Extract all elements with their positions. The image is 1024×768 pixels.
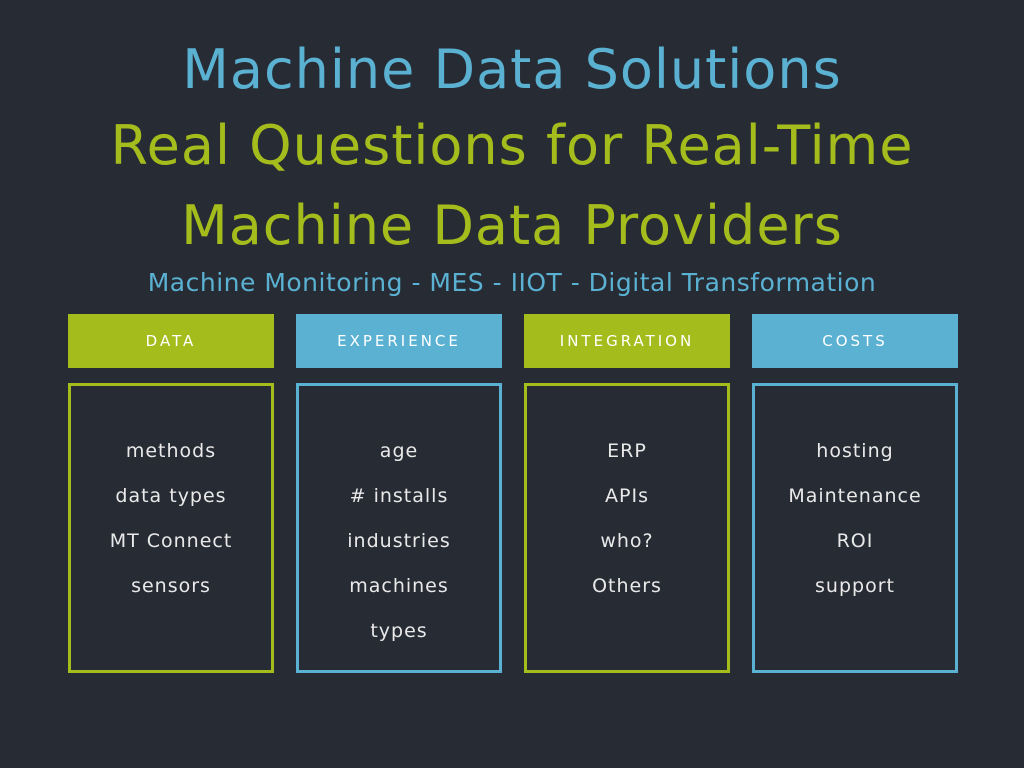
list-item: types [370,620,428,642]
list-item: Maintenance [788,485,922,507]
list-item: methods [125,440,217,462]
list-item: data types [115,485,227,507]
list-item: Others [592,575,662,597]
column-box-integration: ERP APIs who? Others [524,383,730,673]
column-header-data: DATA [68,314,274,368]
list-item: age [379,440,419,462]
list-item: support [815,575,895,597]
list-item: MT Connect [109,530,233,552]
list-item: ROI [836,530,874,552]
list-item: sensors [131,575,211,597]
column-list-experience: age # installs industries machines types [299,429,499,654]
column-header-costs: COSTS [752,314,958,368]
list-item: APIs [605,485,649,507]
column-list-costs: hosting Maintenance ROI support [755,429,955,609]
list-item: # installs [349,485,449,507]
list-item: hosting [816,440,894,462]
column-box-costs: hosting Maintenance ROI support [752,383,958,673]
column-box-data: methods data types MT Connect sensors [68,383,274,673]
column-header-integration: INTEGRATION [524,314,730,368]
column-header-experience: EXPERIENCE [296,314,502,368]
title-line-3: Machine Data Providers [181,194,843,257]
title-line-2: Real Questions for Real-Time [110,114,914,177]
list-item: ERP [607,440,647,462]
title-line-1: Machine Data Solutions [182,38,842,101]
list-item: industries [347,530,451,552]
column-box-experience: age # installs industries machines types [296,383,502,673]
list-item: machines [349,575,449,597]
subtitle: Machine Monitoring - MES - IIOT - Digita… [147,268,877,297]
list-item: who? [600,530,654,552]
column-list-integration: ERP APIs who? Others [527,429,727,609]
column-list-data: methods data types MT Connect sensors [71,429,271,609]
